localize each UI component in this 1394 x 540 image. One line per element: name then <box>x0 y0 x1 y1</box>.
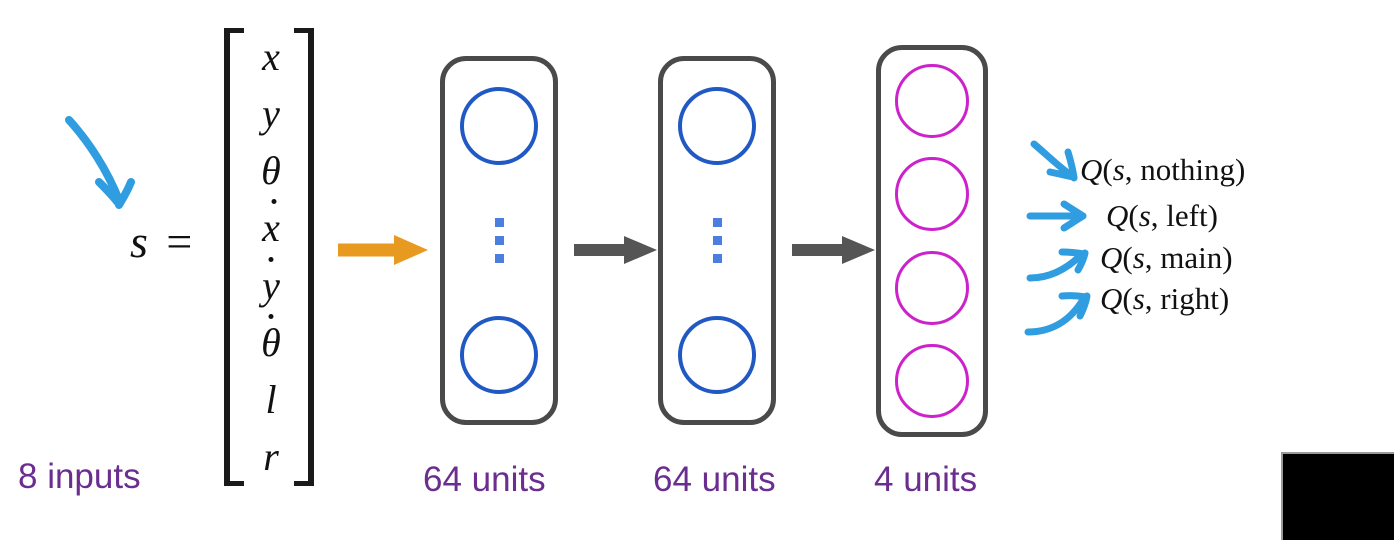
output-arrow-main-icon <box>1026 248 1089 282</box>
state-vector-entry: θ <box>261 313 281 363</box>
vertical-ellipsis-icon <box>712 218 722 263</box>
state-vector-entry: x <box>262 33 280 79</box>
bracket-right-icon <box>294 28 314 486</box>
layer-node <box>678 316 756 394</box>
output-label-nothing: Q(s, nothing) <box>1080 152 1246 187</box>
layer-node <box>895 157 969 232</box>
state-vector-entry: y <box>262 90 280 136</box>
vertical-ellipsis-icon <box>494 218 504 263</box>
time-derivative-dot-icon <box>268 313 274 319</box>
hidden2-to-output-arrow-icon <box>792 236 875 264</box>
layer-node <box>460 87 538 165</box>
state-vector-items: x y θ x y θ l r <box>242 28 300 486</box>
state-vector-entry: θ <box>261 148 281 194</box>
annotation-arrow-to-state <box>65 116 135 209</box>
output-arrow-nothing-icon <box>1030 140 1078 182</box>
state-vector-entry: r <box>263 434 279 480</box>
state-vector-entry: l <box>265 377 277 423</box>
layer-caption-output: 4 units <box>874 460 978 499</box>
bracket-left-icon <box>224 28 244 486</box>
layer-caption-hidden-2: 64 units <box>653 460 776 499</box>
state-vector-entry: x <box>262 199 280 248</box>
input-layer-caption: 8 inputs <box>18 457 141 496</box>
layer-caption-hidden-1: 64 units <box>423 460 546 499</box>
layer-node <box>895 343 969 418</box>
layer-node <box>895 250 969 325</box>
output-label-main: Q(s, main) <box>1100 240 1233 275</box>
layer-hidden-2 <box>658 56 776 425</box>
state-vector-entry: y <box>262 256 280 306</box>
layer-node <box>895 64 969 138</box>
hidden1-to-hidden2-arrow-icon <box>574 236 657 264</box>
output-arrow-right-icon <box>1024 292 1091 336</box>
output-label-left: Q(s, left) <box>1106 198 1218 233</box>
output-label-right: Q(s, right) <box>1100 281 1230 316</box>
layer-node <box>678 87 756 165</box>
time-derivative-dot-icon <box>271 199 277 205</box>
corner-overlay-block <box>1281 452 1394 540</box>
input-arrow-icon <box>338 235 428 265</box>
time-derivative-dot-icon <box>268 256 274 262</box>
layer-hidden-1 <box>440 56 558 425</box>
layer-node <box>460 316 538 394</box>
layer-output <box>876 45 988 437</box>
state-symbol: s = <box>130 216 197 267</box>
output-arrow-left-icon <box>1026 200 1087 232</box>
state-vector: x y θ x y θ l r <box>224 28 314 486</box>
